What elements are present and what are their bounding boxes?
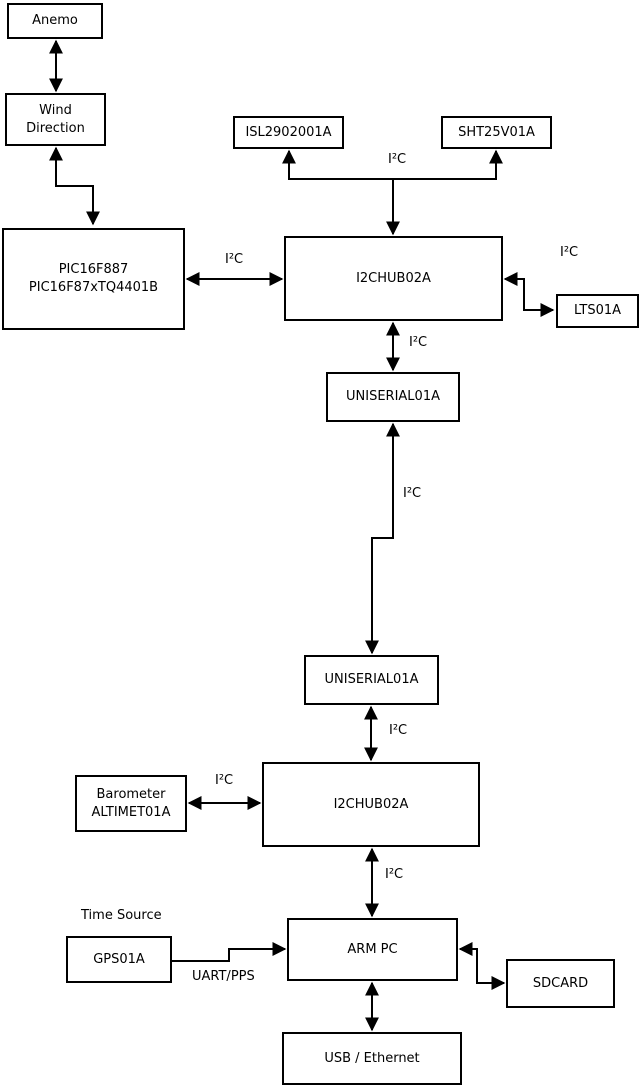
label-time-source: Time Source [81,908,162,923]
node-i2chub02a-bottom: I2CHUB02A [262,762,480,847]
node-anemo: Anemo [7,3,103,39]
node-gps01a-label: GPS01A [93,951,145,967]
node-arm-pc: ARM PC [287,918,458,981]
node-wind-direction: Wind Direction [5,93,106,146]
node-sht25v01a: SHT25V01A [441,116,552,149]
node-arm-pc-label: ARM PC [347,941,398,957]
node-barometer-altimet01a: Barometer ALTIMET01A [75,775,187,832]
node-sht25v01a-label: SHT25V01A [458,124,535,140]
label-i2c-hub-uniserial: I²C [409,335,428,350]
node-barometer-label-line2: ALTIMET01A [91,804,171,820]
label-i2c-uniserial-hub2: I²C [389,723,408,738]
edge-armpc-sdcard [458,942,506,990]
node-i2chub02a-top-label: I2CHUB02A [356,270,431,286]
label-i2c-long-line: I²C [403,486,422,501]
node-uniserial01a-top-label: UNISERIAL01A [346,389,440,405]
node-uniserial01a-bottom-label: UNISERIAL01A [324,672,419,688]
node-isl2902001a: ISL2902001A [233,116,344,149]
edge-uniserial-top-uniserial-bottom [365,422,400,655]
node-sdcard-label: SDCARD [532,975,589,991]
label-i2c-pic-hub: I²C [225,252,244,267]
node-barometer-label-line1: Barometer [96,786,166,802]
node-gps01a: GPS01A [66,936,172,983]
node-usb-ethernet-label: USB / Ethernet [324,1050,420,1066]
node-wind-direction-label-line1: Wind [39,102,72,118]
node-uniserial01a-top: UNISERIAL01A [326,372,460,422]
label-uart-pps: UART/PPS [192,969,255,984]
edge-i2chub-top-lts [503,272,555,317]
label-i2c-hub-lts: I²C [560,245,579,260]
edge-wind-direction-pic [49,146,100,226]
edge-gps-armpc [172,942,287,962]
node-pic16f887-label-line2: PIC16F87xTQ4401B [28,280,159,295]
node-pic16f887-label-line1: PIC16F887 [58,262,129,278]
node-isl2902001a-label: ISL2902001A [245,124,332,140]
label-i2c-barometer-hub2: I²C [215,773,234,788]
node-lts01a-label: LTS01A [573,303,622,319]
node-uniserial01a-bottom: UNISERIAL01A [304,655,439,705]
node-sdcard: SDCARD [506,959,615,1008]
node-lts01a: LTS01A [556,294,639,328]
label-i2c-top-bus: I²C [388,152,407,167]
node-pic16f887: PIC16F887 PIC16F87xTQ4401B [2,228,185,330]
node-i2chub02a-top: I2CHUB02A [284,236,503,321]
label-i2c-hub2-armpc: I²C [385,867,404,882]
node-usb-ethernet: USB / Ethernet [282,1032,462,1085]
node-wind-direction-label-line2: Direction [26,120,85,136]
node-anemo-label: Anemo [32,13,78,29]
node-i2chub02a-bottom-label: I2CHUB02A [333,796,409,812]
